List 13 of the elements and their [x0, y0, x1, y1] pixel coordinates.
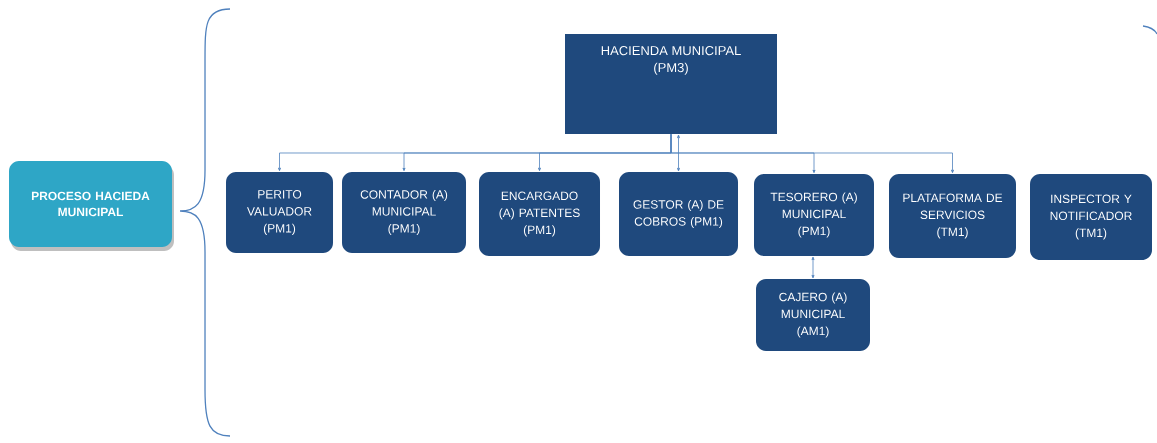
role-box: TESORERO (A) MUNICIPAL (PM1) — [754, 174, 874, 256]
connector-arrow — [811, 256, 815, 279]
role-box: INSPECTOR Y NOTIFICADOR (TM1) — [1030, 174, 1152, 260]
role-box: ENCARGADO (A) PATENTES (PM1) — [479, 172, 600, 256]
process-box: PROCESO HACIEDA MUNICIPAL — [9, 161, 172, 247]
role-box: CAJERO (A) MUNICIPAL (AM1) — [756, 279, 870, 351]
role-box: CONTADOR (A) MUNICIPAL (PM1) — [342, 172, 466, 253]
role-box: PERITO VALUADOR (PM1) — [226, 172, 333, 253]
role-box: GESTOR (A) DE COBROS (PM1) — [619, 172, 738, 256]
connector-arrow — [670, 133, 954, 174]
role-box: PLATAFORMA DE SERVICIOS (TM1) — [889, 174, 1016, 258]
connector-arrow — [677, 134, 680, 172]
department-box: HACIENDA MUNICIPAL (PM3) — [565, 34, 777, 134]
